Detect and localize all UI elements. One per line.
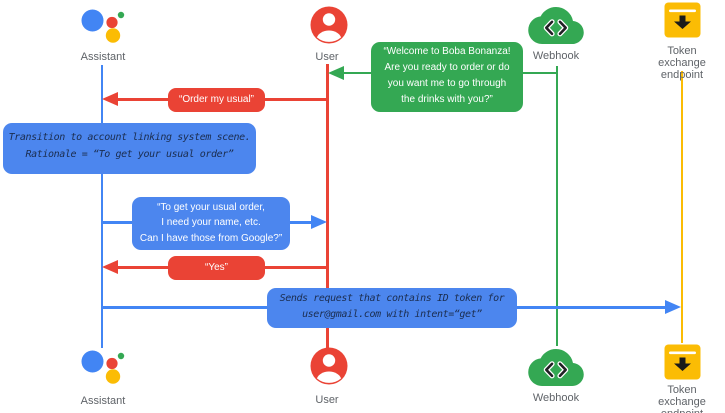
token-endpoint-lifeline <box>680 71 683 343</box>
note-transition: Transition to account linking system sce… <box>3 123 256 174</box>
token-exchange-icon <box>664 344 701 380</box>
user-avatar-icon <box>310 6 348 44</box>
actor-label-token-bottom: Token exchange endpoint <box>642 384 722 413</box>
cloud-code-icon <box>528 349 584 386</box>
message-line: you want me to go through <box>387 78 507 89</box>
cloud-code-icon <box>528 7 584 44</box>
webhook-lifeline <box>555 66 558 346</box>
note-line: user@gmail.com with intent=“get” <box>302 309 482 320</box>
note-line: Transition to account linking system sce… <box>8 132 251 143</box>
message-yes: “Yes” <box>168 256 265 280</box>
google-assistant-icon <box>81 9 125 43</box>
arrow-ask-head <box>311 215 327 229</box>
token-exchange-icon <box>664 2 701 38</box>
user-avatar-icon <box>310 347 348 385</box>
message-line: Are you ready to order or do <box>384 62 510 73</box>
actor-label-user-bottom: User <box>315 394 339 406</box>
user-lifeline <box>326 64 329 349</box>
assistant-lifeline <box>100 65 103 348</box>
actor-label-assistant-top: Assistant <box>80 51 126 63</box>
google-assistant-icon <box>81 350 125 384</box>
message-welcome: “Welcome to Boba Bonanza! Are you ready … <box>371 42 523 112</box>
message-line: “To get your usual order, <box>157 202 265 213</box>
message-ask-google: “To get your usual order, I need your na… <box>132 197 290 250</box>
actor-label-webhook-bottom: Webhook <box>532 392 580 404</box>
actor-label-webhook-top: Webhook <box>532 50 580 62</box>
arrow-welcome-head <box>328 65 344 80</box>
message-line: the drinks with you?” <box>401 94 493 105</box>
message-line: “Welcome to Boba Bonanza! <box>383 46 511 57</box>
arrow-send-request-head <box>665 300 681 314</box>
actor-label-token-top: Token exchange endpoint <box>642 45 722 81</box>
token-label-line2: endpoint <box>660 69 704 81</box>
message-line: Can I have those from Google?” <box>139 232 283 244</box>
note-send-request: Sends request that contains ID token for… <box>267 288 517 328</box>
arrow-order-head <box>102 92 118 106</box>
actor-label-user-top: User <box>315 51 339 63</box>
note-line: Sends request that contains ID token for <box>279 293 505 304</box>
arrow-yes-head <box>102 260 118 274</box>
message-order-usual: “Order my usual” <box>168 88 265 112</box>
message-line: I need your name, etc. <box>161 217 261 229</box>
token-label-line1: Token exchange <box>658 45 706 69</box>
actor-label-assistant-bottom: Assistant <box>80 395 126 407</box>
token-label-line2: endpoint <box>642 408 722 413</box>
token-label-line1: Token exchange <box>658 384 706 408</box>
note-line: Rationale = “To get your usual order” <box>25 149 234 160</box>
